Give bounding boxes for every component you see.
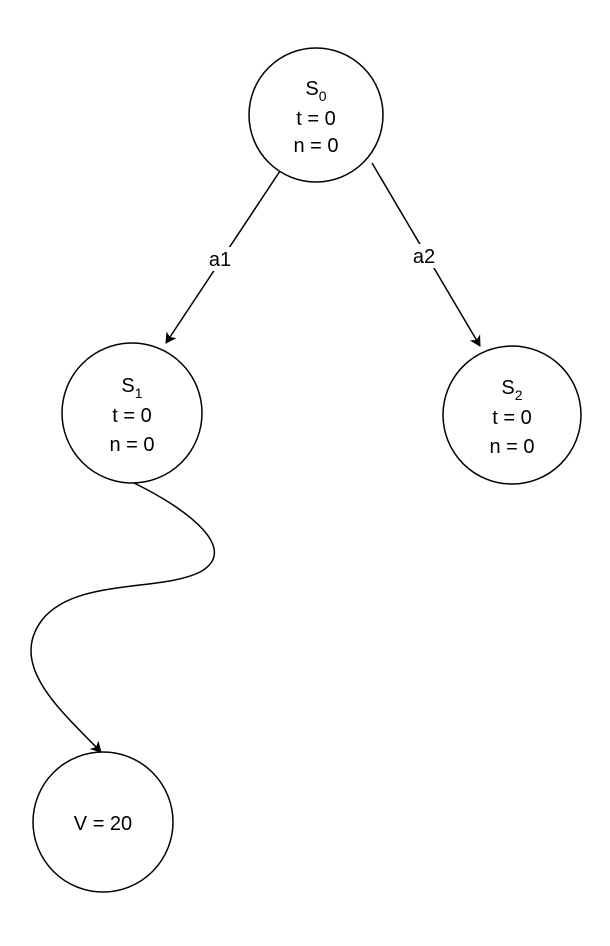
edge-label-a2: a2 xyxy=(408,244,440,268)
node-s1-label: S1 xyxy=(121,375,142,401)
node-s0-n: n = 0 xyxy=(293,135,338,157)
node-s1-t: t = 0 xyxy=(112,405,151,427)
edge-s1-v xyxy=(30,481,215,753)
node-s1-n: n = 0 xyxy=(109,434,154,456)
node-s2-n: n = 0 xyxy=(489,436,534,458)
node-s0-t: t = 0 xyxy=(296,108,335,130)
svg-text:a1: a1 xyxy=(209,249,231,271)
edge-label-a1: a1 xyxy=(204,247,236,271)
node-s2-t: t = 0 xyxy=(492,407,531,429)
node-s0-label: S0 xyxy=(305,78,326,104)
node-s0: S0 t = 0 n = 0 xyxy=(248,47,384,183)
node-v: V = 20 xyxy=(32,751,174,893)
node-s2-label: S2 xyxy=(501,377,522,403)
node-s1: S1 t = 0 n = 0 xyxy=(61,342,203,484)
node-v-label: V = 20 xyxy=(74,813,132,835)
node-s2: S2 t = 0 n = 0 xyxy=(442,345,582,485)
svg-text:a2: a2 xyxy=(413,246,435,268)
